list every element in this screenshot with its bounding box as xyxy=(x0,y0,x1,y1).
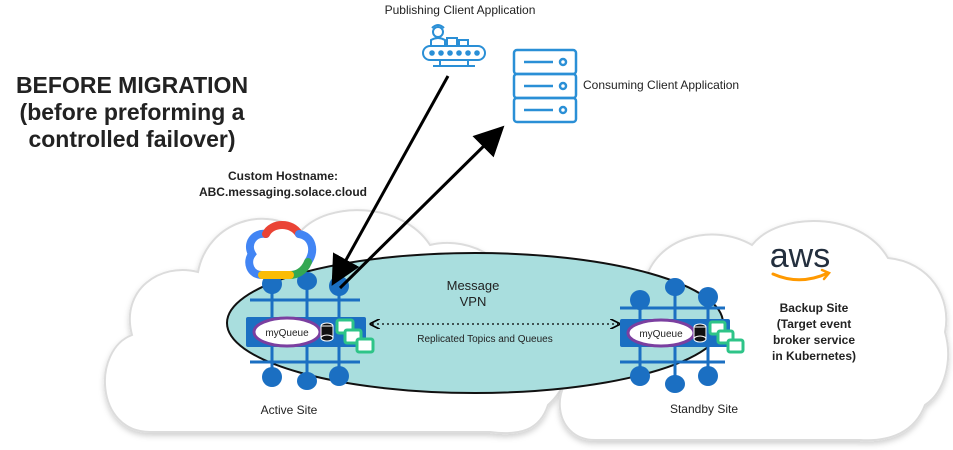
aws-icon: aws xyxy=(770,237,832,282)
publisher-machine-icon xyxy=(422,24,486,67)
consuming-client-label: Consuming Client Application xyxy=(583,78,739,92)
replicated-label: Replicated Topics and Queues xyxy=(417,334,552,345)
active-queue: myQueue xyxy=(252,316,322,348)
title-line1: BEFORE MIGRATION xyxy=(16,72,248,98)
backup-site-line2: (Target event xyxy=(777,317,851,331)
standby-queue-label: myQueue xyxy=(639,329,683,340)
custom-hostname-line2: ABC.messaging.solace.cloud xyxy=(199,185,367,199)
database-icon xyxy=(320,322,334,342)
publish-arrow xyxy=(331,75,450,286)
consume-arrow xyxy=(338,125,505,290)
aws-logo-text: aws xyxy=(770,237,830,275)
backup-site-line1: Backup Site xyxy=(780,301,849,315)
active-site-label: Active Site xyxy=(261,403,318,417)
publishing-client-label: Publishing Client Application xyxy=(385,3,536,17)
custom-hostname-line1: Custom Hostname: xyxy=(228,169,338,183)
message-vpn-label-line2: VPN xyxy=(460,294,487,309)
standby-queue: myQueue xyxy=(626,318,696,348)
backup-site-line4: in Kubernetes) xyxy=(772,349,856,363)
message-vpn-label-line1: Message xyxy=(447,278,500,293)
chat-icon xyxy=(708,320,745,354)
chat-icon xyxy=(335,318,375,354)
database-icon xyxy=(693,323,707,343)
google-cloud-icon xyxy=(245,221,317,279)
standby-site-label: Standby Site xyxy=(670,402,738,416)
backup-site-line3: broker service xyxy=(773,333,855,347)
active-queue-label: myQueue xyxy=(265,328,309,339)
title-line3: controlled failover) xyxy=(28,126,235,152)
title-line2: (before preforming a xyxy=(20,99,245,125)
server-icon xyxy=(512,48,578,124)
